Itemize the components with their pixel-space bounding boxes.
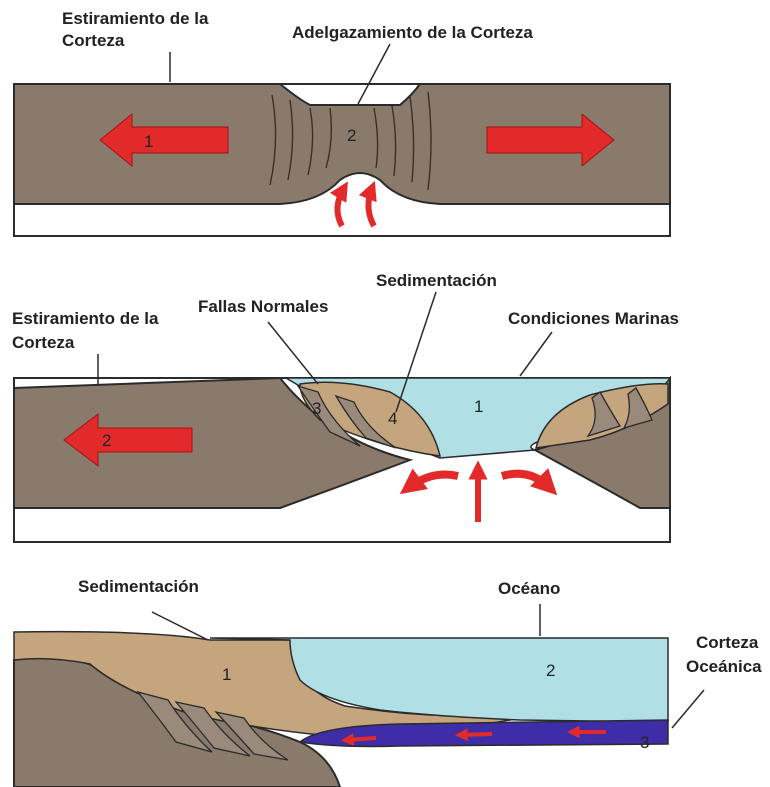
panel2-label-stretching-2: Corteza [12,333,75,352]
panel1-number-2: 2 [347,126,356,145]
panel2-label-marine: Condiciones Marinas [508,309,679,328]
panel2-number-4: 4 [388,409,397,428]
panel1-number-1: 1 [144,132,153,151]
panel2-label-normal-faults: Fallas Normales [198,297,328,316]
panel-rift-basin: Sedimentación Fallas Normales Estiramien… [12,271,679,542]
panel2-number-2: 2 [102,431,111,450]
panel3-number-2: 2 [546,661,555,680]
panel3-number-1: 1 [222,665,231,684]
panel3-label-ocean: Océano [498,579,560,598]
panel-crust-thinning: Estiramiento de la Corteza Adelgazamient… [14,9,670,236]
panel2-label-stretching-1: Estiramiento de la [12,309,159,328]
panel1-label-stretching-2: Corteza [62,31,125,50]
panel3-label-oceanic-crust-1: Corteza [696,633,759,652]
panel2-number-1: 1 [474,397,483,416]
panel2-leader-marinas [520,332,552,376]
panel1-label-thinning: Adelgazamiento de la Corteza [292,23,533,42]
panel2-leader-fallas [268,322,318,384]
panel3-leader-oceanic-crust [672,690,704,728]
panel2-label-sedimentation: Sedimentación [376,271,497,290]
panel-passive-margin: Sedimentación Océano Corteza Oceánica 1 … [14,577,762,787]
panel1-label-stretching-1: Estiramiento de la [62,9,209,28]
panel3-label-sedimentation: Sedimentación [78,577,199,596]
panel2-number-3: 3 [312,399,321,418]
panel3-label-oceanic-crust-2: Oceánica [686,657,762,676]
panel3-number-3: 3 [640,733,649,752]
